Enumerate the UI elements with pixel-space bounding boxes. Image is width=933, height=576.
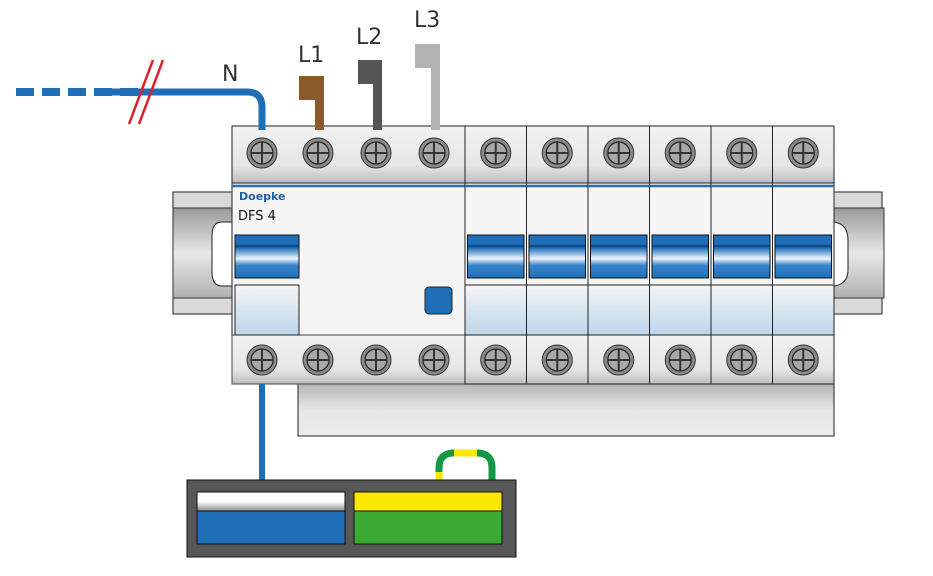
screw-terminal-icon[interactable] — [246, 137, 278, 169]
pe-terminal — [353, 510, 503, 545]
model-label: DFS 4 — [238, 209, 276, 224]
mcb-status-window — [526, 284, 589, 336]
l1-label: L1 — [298, 43, 324, 68]
mcb-status-window — [464, 284, 527, 336]
screw-terminals — [246, 137, 819, 376]
screw-terminal-icon[interactable] — [664, 137, 696, 169]
mcb-module — [464, 125, 527, 385]
mcb-module — [772, 125, 835, 385]
mcb-group — [464, 125, 835, 385]
mcb-toggle-handle[interactable] — [590, 234, 648, 279]
pe-terminal-top — [353, 491, 503, 512]
screw-terminal-icon[interactable] — [541, 137, 573, 169]
rcd-status-window — [234, 284, 300, 336]
mcb-module — [526, 125, 589, 385]
neutral-terminal-top — [196, 491, 346, 512]
din-rail-right — [833, 191, 885, 315]
terminal-block — [186, 479, 517, 558]
phase-wire-l3: L3 — [414, 8, 440, 130]
mcb-status-window — [587, 284, 650, 336]
screw-terminal-icon[interactable] — [726, 137, 758, 169]
screw-terminal-icon[interactable] — [664, 344, 696, 376]
mcb-toggle-handle[interactable] — [774, 234, 832, 279]
mcb-toggle-handle[interactable] — [467, 234, 525, 279]
mcb-module — [649, 125, 712, 385]
device-base — [297, 383, 835, 437]
screw-terminal-icon[interactable] — [246, 344, 278, 376]
l3-label: L3 — [414, 8, 440, 33]
rcd-toggle-handle[interactable] — [234, 234, 300, 279]
screw-terminal-icon[interactable] — [726, 344, 758, 376]
mcb-module — [587, 125, 650, 385]
mcb-status-window — [649, 284, 712, 336]
mcb-status-window — [772, 284, 835, 336]
neutral-wire: N — [16, 59, 266, 130]
screw-terminal-icon[interactable] — [360, 137, 392, 169]
mcb-toggle-handle[interactable] — [713, 234, 771, 279]
screw-terminal-icon[interactable] — [603, 344, 635, 376]
mcb-toggle-handle[interactable] — [651, 234, 709, 279]
screw-terminal-icon[interactable] — [418, 137, 450, 169]
phase-wire-l2: L2 — [356, 25, 382, 130]
screw-terminal-icon[interactable] — [360, 344, 392, 376]
l2-label: L2 — [356, 25, 382, 50]
screw-terminal-icon[interactable] — [480, 344, 512, 376]
neutral-label: N — [222, 62, 238, 87]
din-rail-left — [172, 191, 234, 315]
screw-terminal-icon[interactable] — [302, 137, 334, 169]
phase-wire-l1: L1 — [298, 43, 324, 130]
screw-terminal-icon[interactable] — [603, 137, 635, 169]
rcd-module: Doepke DFS 4 — [231, 125, 466, 385]
screw-terminal-icon[interactable] — [787, 344, 819, 376]
screw-terminal-icon[interactable] — [541, 344, 573, 376]
screw-terminal-icon[interactable] — [787, 137, 819, 169]
screw-terminal-icon[interactable] — [480, 137, 512, 169]
screw-terminal-icon[interactable] — [302, 344, 334, 376]
neutral-terminal — [196, 510, 346, 545]
test-button[interactable] — [424, 286, 453, 315]
screw-terminal-icon[interactable] — [418, 344, 450, 376]
brand-label: Doepke — [239, 190, 286, 203]
mcb-status-window — [710, 284, 773, 336]
mcb-toggle-handle[interactable] — [528, 234, 586, 279]
